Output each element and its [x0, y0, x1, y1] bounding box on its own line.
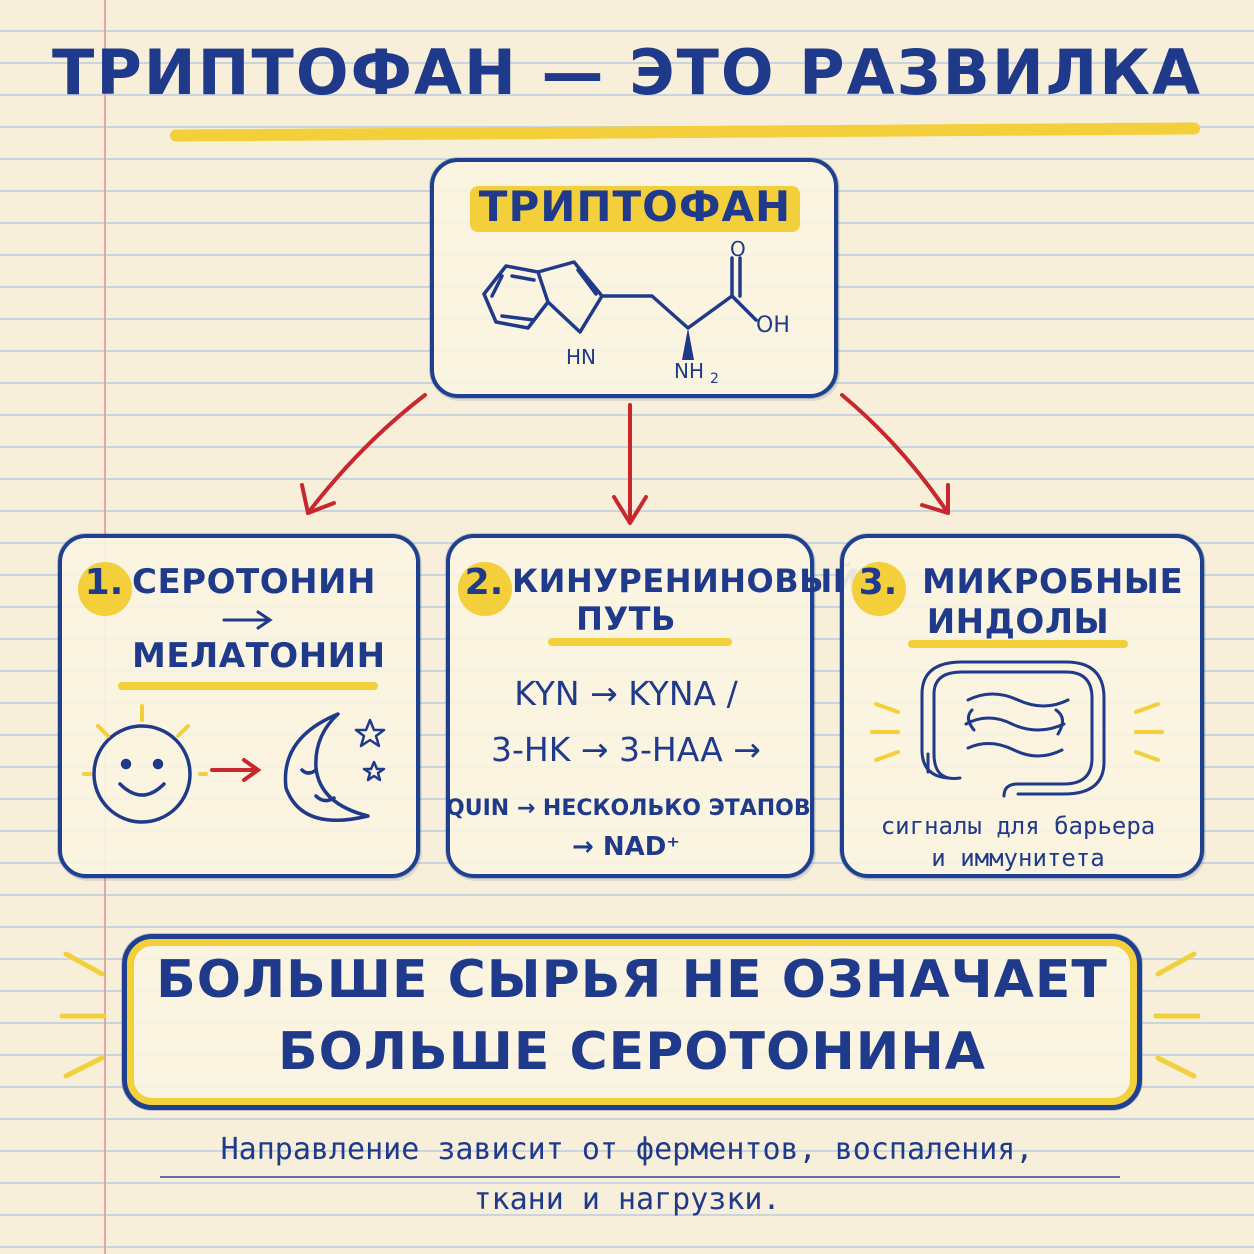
red-arrow-icon: [300, 393, 950, 525]
sun-face-icon: [92, 724, 192, 824]
oxygen-label: O: [730, 237, 746, 261]
card1-title-line2: МЕЛАТОНИН: [132, 636, 386, 676]
tryptophan-molecule-icon: O OH HN NH 2: [482, 237, 790, 386]
card2-number: 2.: [464, 562, 504, 603]
page-title: ТРИПТОФАН — ЭТО РАЗВИЛКА: [52, 36, 1202, 109]
card2-title-highlight: [548, 638, 732, 646]
moon-face-icon: [283, 712, 370, 823]
conclusion-line2: БОЛЬШЕ СЕРОТОНИНА: [277, 1022, 986, 1082]
amine-subscript: 2: [710, 371, 719, 386]
card3-number-highlight: [852, 562, 906, 616]
card3-title-line1: МИКРОБНЫЕ: [922, 562, 1184, 602]
card3-title-highlight: [908, 640, 1128, 648]
tryptophan-label-highlight: [470, 186, 800, 232]
intestine-icon: [870, 660, 1164, 798]
kynurenine-formula-line3: QUIN → НЕСКОЛЬКО ЭТАПОВ: [446, 796, 811, 821]
conclusion-box: [122, 934, 1142, 1110]
card2-title-line2: ПУТЬ: [576, 600, 676, 638]
hydroxyl-label: OH: [756, 313, 790, 338]
kynurenine-formula-line2: 3-HK → 3-HAA →: [491, 730, 761, 769]
emphasis-lines-right: [1153, 951, 1201, 1079]
footer-underline: [160, 1176, 1120, 1178]
card1-title-highlight: [118, 682, 378, 690]
kynurenine-formula-line1: KYN → KYNA /: [514, 674, 738, 713]
card1-number-highlight: [78, 562, 132, 616]
card2-number-highlight: [458, 562, 512, 616]
emphasis-lines-left: [59, 951, 107, 1079]
kynurenine-formula-line4: → NAD⁺: [571, 832, 681, 862]
tryptophan-label: ТРИПТОФАН: [478, 182, 792, 231]
star-icon: [354, 718, 386, 782]
sleep-cycle-illustration: [82, 704, 386, 824]
footer-line2: ткани и нагрузки.: [473, 1182, 781, 1217]
red-arrow-icon: [210, 758, 262, 782]
hn-label: HN: [566, 345, 596, 369]
card1-title-line1: СЕРОТОНИН: [132, 562, 376, 602]
amine-label: NH: [674, 359, 704, 383]
card1-number: 1.: [84, 562, 124, 603]
footer-line1: Направление зависит от ферментов, воспал…: [220, 1132, 1034, 1167]
title-underline: [169, 122, 1201, 142]
card3-number: 3.: [858, 562, 898, 603]
indoles-caption-line2: и иммунитета: [931, 844, 1105, 872]
indoles-caption-line1: сигналы для барьера: [880, 812, 1156, 840]
card2-title-line1: КИНУРЕНИНОВЫЙ: [512, 562, 861, 600]
card3-title-line2: ИНДОЛЫ: [926, 602, 1110, 642]
card1-arrow-icon: [222, 610, 273, 630]
conclusion-line1: БОЛЬШЕ СЫРЬЯ НЕ ОЗНАЧАЕТ: [156, 950, 1108, 1010]
